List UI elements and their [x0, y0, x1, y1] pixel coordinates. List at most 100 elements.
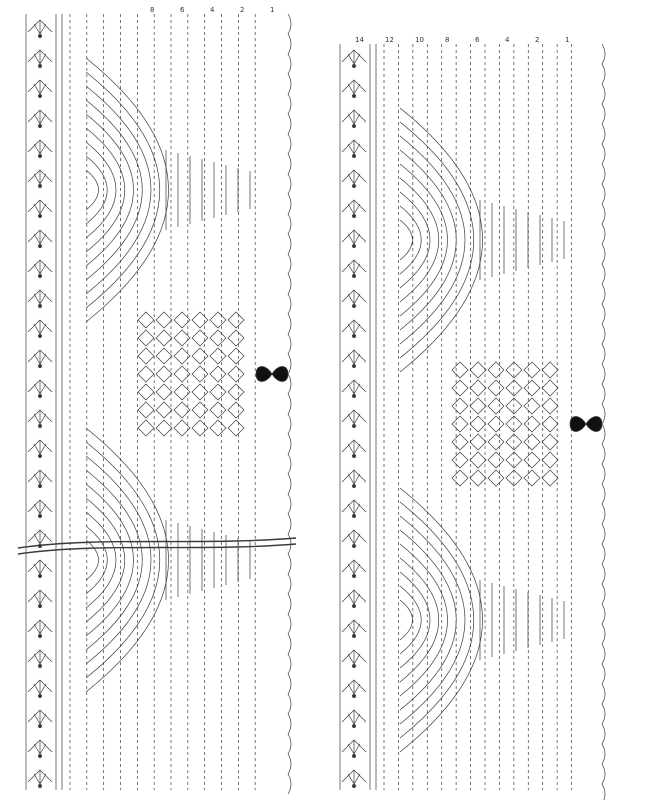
edge-fan-stitch [353, 53, 361, 65]
edge-fan-stitch [347, 473, 355, 485]
edge-fan-stitch [33, 23, 41, 35]
edge-fan-stitch [33, 233, 41, 245]
mesh-diamond [191, 401, 209, 419]
mesh-diamond [173, 347, 191, 365]
edge-fan-stitch [33, 593, 41, 605]
edge-fan-stitch [39, 743, 47, 755]
pineapple-arc [85, 497, 126, 623]
edge-fan-stitch [38, 364, 42, 368]
edge-fan-stitch [38, 244, 42, 248]
mesh-diamond [505, 433, 523, 451]
row-number-label: 4 [210, 6, 215, 14]
edge-fan-stitch [353, 623, 361, 635]
edge-fan-stitch [39, 293, 47, 305]
pineapple-arc [399, 487, 483, 753]
mesh-diamond [155, 419, 173, 437]
outer-edge-wave [601, 43, 606, 800]
pineapple-arc [85, 85, 152, 295]
edge-fan-stitch [39, 173, 47, 185]
mesh-diamond [137, 311, 155, 329]
pineapple-arc [85, 511, 117, 609]
edge-fan-stitch [347, 503, 355, 515]
edge-fan-stitch [347, 173, 355, 185]
pineapple-arc [399, 543, 448, 697]
edge-fan-stitch [33, 83, 41, 95]
mesh-diamond [487, 433, 505, 451]
edge-fan-stitch [352, 664, 356, 668]
edge-fan-stitch [39, 773, 47, 785]
mesh-diamond [451, 415, 469, 433]
mesh-diamond [469, 415, 487, 433]
edge-fan-stitch [39, 443, 47, 455]
mesh-diamond [173, 311, 191, 329]
edge-fan-stitch [352, 754, 356, 758]
pineapple-arc [85, 99, 143, 281]
pineapple-arc [85, 169, 99, 211]
mesh-diamond [487, 415, 505, 433]
mesh-diamond [451, 433, 469, 451]
edge-fan-stitch [39, 623, 47, 635]
center-bow [569, 416, 587, 432]
edge-fan-stitch [38, 34, 42, 38]
mesh-diamond [523, 469, 541, 487]
mesh-diamond [191, 347, 209, 365]
edge-fan-stitch [347, 353, 355, 365]
edge-fan-stitch [38, 664, 42, 668]
mesh-diamond [137, 401, 155, 419]
edge-fan-stitch [38, 604, 42, 608]
mesh-diamond [209, 311, 227, 329]
mesh-diamond [541, 361, 559, 379]
edge-fan-stitch [38, 334, 42, 338]
mesh-diamond [487, 451, 505, 469]
edge-fan-stitch [347, 233, 355, 245]
edge-fan-stitch [353, 83, 361, 95]
outer-edge-wave [287, 13, 292, 795]
edge-fan-stitch [353, 233, 361, 245]
pineapple-arc [85, 113, 134, 267]
edge-fan-stitch [33, 503, 41, 515]
mesh-diamond [523, 415, 541, 433]
center-bow [271, 366, 289, 382]
row-number-label: 6 [475, 36, 480, 44]
panel-break-line [17, 537, 297, 549]
edge-fan-stitch [347, 53, 355, 65]
mesh-diamond [209, 383, 227, 401]
edge-fan-stitch [353, 113, 361, 125]
edge-fan-stitch [353, 713, 361, 725]
pineapple-arc [85, 57, 169, 323]
mesh-diamond [173, 419, 191, 437]
edge-fan-stitch [353, 353, 361, 365]
edge-fan-stitch [353, 503, 361, 515]
edge-fan-stitch [352, 154, 356, 158]
mesh-diamond [451, 469, 469, 487]
edge-fan-stitch [33, 323, 41, 335]
pineapple-arc [85, 141, 117, 239]
pineapple-arc [399, 501, 474, 739]
mesh-diamond [209, 419, 227, 437]
mesh-diamond [523, 379, 541, 397]
edge-fan-stitch [39, 323, 47, 335]
edge-fan-stitch [38, 424, 42, 428]
mesh-diamond [173, 401, 191, 419]
mesh-diamond [523, 451, 541, 469]
edge-fan-stitch [39, 113, 47, 125]
mesh-diamond [227, 311, 245, 329]
pineapple-arc [85, 127, 126, 253]
mesh-diamond [505, 379, 523, 397]
mesh-diamond [523, 433, 541, 451]
mesh-diamond [209, 365, 227, 383]
row-number-label: 12 [385, 36, 394, 44]
pineapple-arc [85, 441, 160, 679]
edge-fan-stitch [353, 473, 361, 485]
edge-fan-stitch [33, 563, 41, 575]
edge-fan-stitch [347, 533, 355, 545]
mesh-diamond [487, 361, 505, 379]
pineapple-arc [85, 539, 99, 581]
pineapple-arc [399, 515, 466, 725]
edge-fan-stitch [33, 383, 41, 395]
edge-fan-stitch [352, 334, 356, 338]
mesh-diamond [227, 365, 245, 383]
edge-fan-stitch [33, 683, 41, 695]
edge-fan-stitch [33, 203, 41, 215]
edge-fan-stitch [347, 683, 355, 695]
